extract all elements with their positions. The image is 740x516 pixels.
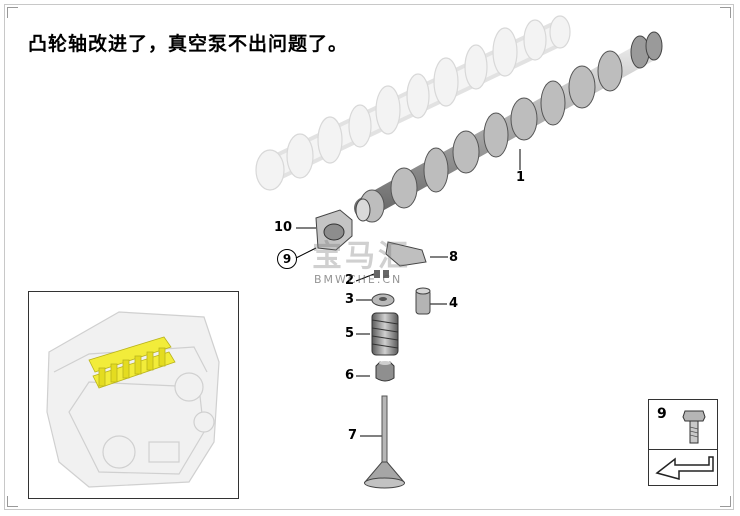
bolt-icon xyxy=(682,410,706,444)
lifter-part xyxy=(415,287,431,315)
callout-4: 4 xyxy=(449,296,459,311)
corner-mark xyxy=(7,7,18,18)
callout-5: 5 xyxy=(345,326,355,341)
clip-part xyxy=(385,241,427,267)
callout-lines xyxy=(295,149,521,437)
legend-divider xyxy=(649,449,717,450)
camshaft-icon xyxy=(354,31,663,223)
legend-number: 9 xyxy=(657,406,667,422)
callout-6: 6 xyxy=(345,368,355,383)
callout-7: 7 xyxy=(348,428,358,443)
engine-icon xyxy=(46,311,220,488)
page-title: 凸轮轴改进了，真空泵不出问题了。 xyxy=(28,33,349,55)
watermark-url: BMWCHE.CN xyxy=(314,273,403,286)
corner-mark xyxy=(7,496,18,507)
valve-keeper-part xyxy=(374,270,389,278)
page-frame xyxy=(4,4,734,510)
corner-mark xyxy=(720,7,731,18)
callout-1: 1 xyxy=(516,170,526,185)
spring-retainer-part xyxy=(371,293,395,307)
ghost-camshaft xyxy=(255,15,571,191)
callout-2: 2 xyxy=(345,273,355,288)
callout-9-circled: 9 xyxy=(277,249,297,269)
stem-seal-part xyxy=(375,361,395,382)
bolt-legend: 9 xyxy=(648,399,718,486)
watermark-logo: 宝马汇 xyxy=(312,239,411,274)
engine-inset xyxy=(28,291,239,499)
rocker-arm-part xyxy=(315,209,353,251)
camshaft-highlight xyxy=(88,336,176,389)
callout-10: 10 xyxy=(274,220,293,235)
valve-spring-part xyxy=(371,312,399,356)
valve-part xyxy=(363,395,406,489)
arrow-icon xyxy=(655,456,714,480)
callout-3: 3 xyxy=(345,292,355,307)
corner-mark xyxy=(720,496,731,507)
callout-8: 8 xyxy=(449,250,459,265)
